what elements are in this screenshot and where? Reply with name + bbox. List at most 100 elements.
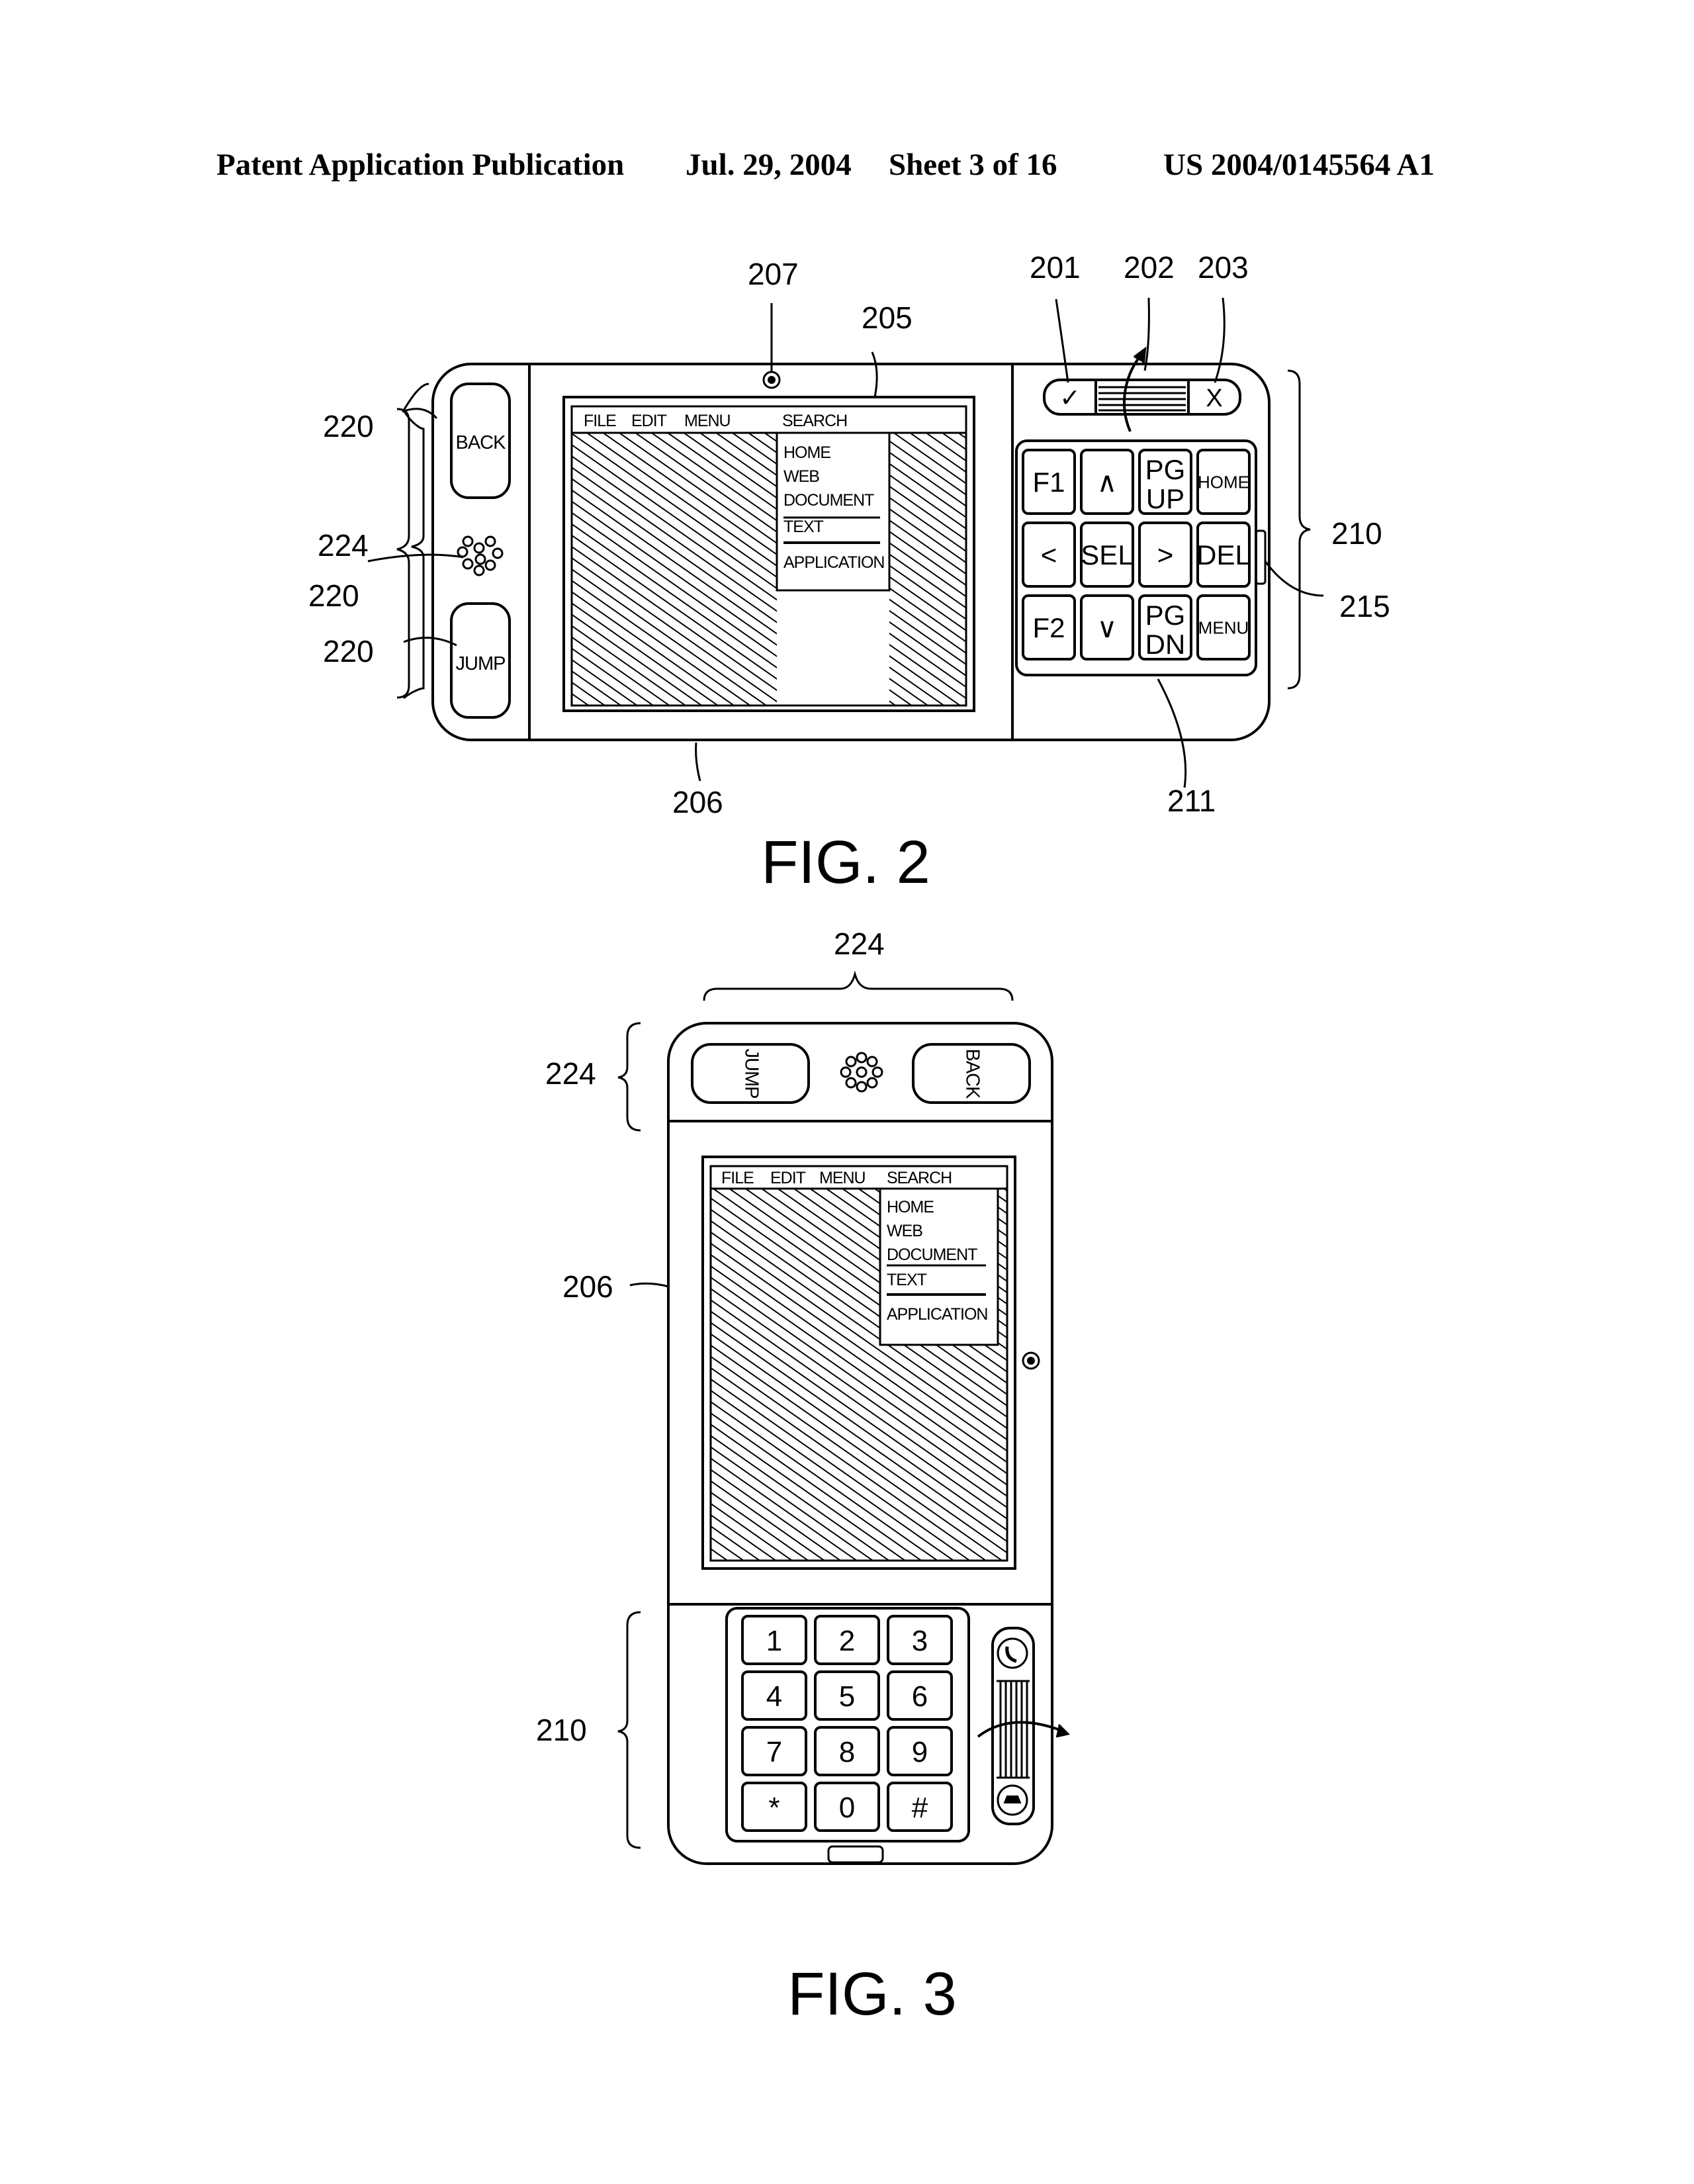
fig3-key-9[interactable] — [741, 1782, 807, 1832]
fig2-key-2[interactable] — [1138, 449, 1192, 515]
fig3-device — [617, 970, 1070, 1865]
fig2-key-4[interactable] — [1022, 522, 1076, 588]
fig3-dropdown-text: TEXT — [887, 1271, 927, 1289]
fig2-key-label-4: < — [1041, 539, 1057, 570]
fig3-top-brace — [703, 970, 1014, 1001]
fig3-dropdown-application: APPLICATION — [887, 1305, 987, 1324]
fig3-keypad-outline — [725, 1607, 970, 1843]
fig2-key-9[interactable] — [1080, 594, 1134, 660]
fig2-key-8[interactable] — [1022, 594, 1076, 660]
fig3-key-8[interactable] — [887, 1726, 953, 1776]
fig2-key-10[interactable] — [1138, 594, 1192, 660]
fig2-key-0[interactable] — [1022, 449, 1076, 515]
fig3-key-3[interactable] — [741, 1670, 807, 1721]
fig3-slider-arrow — [977, 1721, 1067, 1738]
fig2-key-label-1: ∧ — [1097, 467, 1118, 498]
fig3-label-210: 210 — [536, 1713, 587, 1747]
fig3-key-11[interactable] — [887, 1782, 953, 1832]
fig2-key-label-3: HOME — [1198, 472, 1249, 492]
fig2-label-203: 203 — [1198, 250, 1249, 285]
fig3-key-label-10: 0 — [839, 1792, 855, 1824]
fig3-call-slider — [991, 1627, 1035, 1825]
fig3-slider-grip — [997, 1680, 1030, 1779]
fig3-menu-menu: MENU — [819, 1169, 866, 1187]
fig2-top-button-group — [1043, 379, 1241, 416]
fig3-menu-edit: EDIT — [770, 1169, 806, 1187]
fig2-back-button-shape — [450, 383, 511, 499]
fig3-label-224-left: 224 — [545, 1056, 596, 1091]
fig3-menu-file: FILE — [721, 1169, 754, 1187]
fig3-caption: FIG. 3 — [787, 1960, 957, 2028]
fig3-key-4[interactable] — [814, 1670, 880, 1721]
header-sheet: Sheet 3 of 16 — [889, 148, 1057, 182]
fig3-key-label-5: 6 — [912, 1680, 928, 1713]
fig3-call-icon — [997, 1637, 1028, 1669]
fig3-key-6[interactable] — [741, 1726, 807, 1776]
fig3-back-button-shape — [912, 1043, 1031, 1104]
fig2-key-1[interactable] — [1080, 449, 1134, 515]
fig3-key-label-6: 7 — [766, 1736, 782, 1768]
fig2-label-220c: 220 — [323, 634, 374, 668]
fig2-back-label: BACK — [456, 432, 507, 453]
fig3-dropdown-document: DOCUMENT — [887, 1246, 977, 1264]
fig3-speaker-icon — [840, 1052, 883, 1093]
fig2-menu-edit: EDIT — [631, 412, 667, 430]
fig3-key-5[interactable] — [887, 1670, 953, 1721]
fig2-hatch-right — [889, 433, 966, 705]
fig2-menu-menu: MENU — [684, 412, 731, 430]
fig2-label-205: 205 — [862, 300, 913, 335]
fig3-key-2[interactable] — [887, 1615, 953, 1665]
fig3-leader-206 — [629, 1282, 669, 1288]
fig2-key-6[interactable] — [1138, 522, 1192, 588]
fig3-key-1[interactable] — [814, 1615, 880, 1665]
fig3-jump-button-shape — [691, 1043, 810, 1104]
fig3-camera-icon — [1022, 1351, 1040, 1370]
fig2-label-224: 224 — [318, 528, 369, 563]
fig3-key-label-7: 8 — [839, 1736, 855, 1768]
fig3-left-brace-224 — [617, 1022, 641, 1132]
header-publication: Patent Application Publication — [216, 148, 625, 182]
fig3-texts: 224 224 206 210 JUMP BACK FILE EDIT MENU… — [536, 927, 988, 1747]
fig2-key-5[interactable] — [1080, 522, 1134, 588]
fig3-key-label-2: 3 — [912, 1625, 928, 1657]
fig3-key-0[interactable] — [741, 1615, 807, 1665]
fig2-left-bracket — [402, 383, 429, 700]
fig2-key-3[interactable] — [1196, 449, 1251, 515]
header-date: Jul. 29, 2004 — [686, 148, 852, 182]
fig2-jump-button-shape — [450, 602, 511, 719]
fig2-key-label-0: F1 — [1032, 467, 1065, 498]
fig2-device — [367, 297, 1324, 788]
fig3-label-224-top: 224 — [834, 927, 885, 961]
fig3-key-7[interactable] — [814, 1726, 880, 1776]
fig2-dropdown-document: DOCUMENT — [783, 491, 874, 510]
fig2-side-button — [1255, 529, 1267, 585]
fig2-close-icon: X — [1206, 385, 1222, 412]
fig2-key-label-7: DEL — [1196, 539, 1251, 570]
fig2-check-icon: ✓ — [1059, 385, 1081, 412]
fig3-bottom-connector — [827, 1845, 884, 1864]
fig2-label-201: 201 — [1030, 250, 1081, 285]
fig2-label-220a: 220 — [323, 409, 374, 443]
fig2-menu-search: SEARCH — [782, 412, 847, 430]
fig2-key-7[interactable] — [1196, 522, 1251, 588]
fig2-label-211: 211 — [1167, 784, 1216, 818]
fig2-key-11[interactable] — [1196, 594, 1251, 660]
fig2-key-label-9: ∨ — [1097, 612, 1118, 643]
fig3-dropdown-box — [879, 1187, 999, 1346]
fig3-phone-glyph — [1005, 1646, 1017, 1663]
fig3-jump-label: JUMP — [740, 1049, 762, 1099]
fig2-left-brace — [396, 408, 410, 699]
fig3-key-10[interactable] — [814, 1782, 880, 1832]
fig2-key-label-2: UP — [1146, 483, 1184, 514]
fig3-hatch-bottom — [880, 1345, 1007, 1561]
fig3-dropdown-home: HOME — [887, 1198, 934, 1216]
fig2-right-bracket — [1287, 369, 1311, 690]
fig2-label-220b: 220 — [308, 578, 359, 613]
fig2-screen-bezel — [562, 396, 975, 712]
fig2-label-215: 215 — [1339, 589, 1390, 623]
fig3-screen-bezel — [701, 1156, 1016, 1570]
